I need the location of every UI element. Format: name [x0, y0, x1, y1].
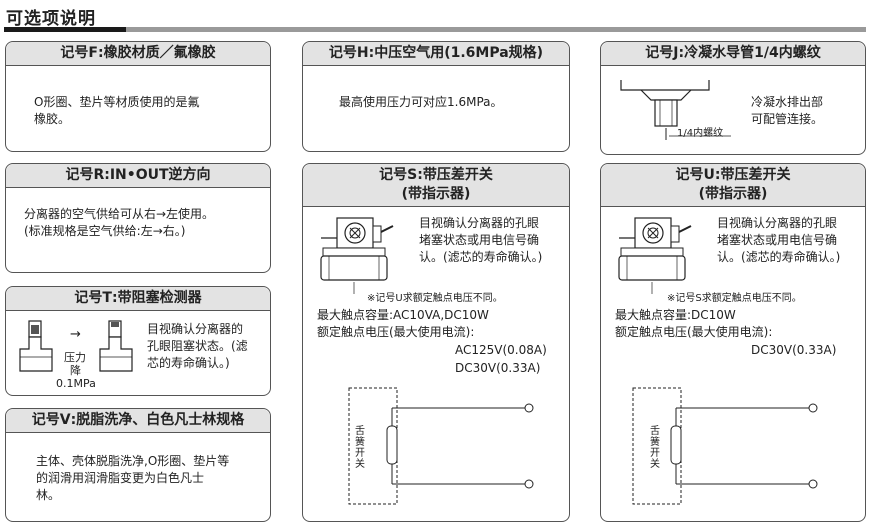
- code-prefix: 记号: [379, 167, 408, 183]
- description-line: 主体、壳体脱脂洗净,O形圈、垫片等: [36, 454, 230, 468]
- description-line: 分离器的空气供给可从右→左使用。: [24, 207, 215, 221]
- spec-line: DC30V(0.33A): [751, 343, 837, 357]
- clog-indicator-after-diagram: [99, 320, 133, 372]
- card-header-j: 记号J:冷凝水导管1/4内螺纹: [601, 42, 865, 66]
- card-header-u: 记号U:带压差开关 (带指示器): [601, 164, 865, 207]
- card-header-r: 记号R:IN•OUT逆方向: [6, 164, 270, 188]
- option-code: J: [673, 45, 679, 61]
- option-title: :中压空气用(1.6MPa规格): [368, 45, 544, 61]
- spec-line: 最大触点容量:DC10W: [615, 308, 736, 322]
- option-subtitle: (带指示器): [401, 186, 471, 202]
- reed-switch-label: 舌: [650, 426, 660, 437]
- option-title: :IN•OUT逆方向: [104, 167, 211, 183]
- spec-line: DC30V(0.33A): [455, 361, 541, 375]
- reed-switch-label: 开: [355, 448, 365, 459]
- drain-port-diagram: [620, 80, 731, 140]
- title-rule-accent: [4, 27, 126, 32]
- reed-switch-label: 关: [355, 459, 365, 470]
- spec-line: 额定触点电压(最大使用电流):: [317, 325, 475, 339]
- reed-switch-label: 开: [650, 448, 660, 459]
- spec-line: 额定触点电压(最大使用电流):: [615, 325, 773, 339]
- card-option-v: 记号V:脱脂洗净、白色凡士林规格 主体、壳体脱脂洗净,O形圈、垫片等 的润滑用润…: [5, 408, 271, 522]
- description-line: 的润滑用润滑脂变更为白色凡士: [36, 471, 205, 485]
- page-title: 可选项说明: [6, 9, 96, 29]
- description-line: 目视确认分离器的: [147, 322, 244, 336]
- option-subtitle: (带指示器): [698, 186, 768, 202]
- code-prefix: 记号: [645, 45, 674, 61]
- clog-indicator-before-diagram: [19, 320, 53, 372]
- note-text: ※记号S求额定触点电压不同。: [667, 293, 802, 304]
- reed-switch-label: 簧: [650, 437, 660, 448]
- description-line: 林。: [36, 488, 61, 502]
- title-rule: [4, 27, 866, 32]
- option-code: F: [88, 45, 98, 61]
- description-line: O形圈、垫片等材质使用的是氟: [34, 95, 200, 109]
- option-title: :带压差开关: [714, 167, 791, 183]
- spec-line: 最大触点容量:AC10VA,DC10W: [317, 308, 489, 322]
- card-header-h: 记号H:中压空气用(1.6MPa规格): [303, 42, 569, 66]
- description-line: 目视确认分离器的孔眼: [419, 216, 540, 230]
- card-header-t: 记号T:带阻塞检测器: [6, 287, 270, 311]
- code-prefix: 记号: [74, 290, 103, 306]
- pressure-value: 0.1MPa: [56, 377, 96, 390]
- option-code: S: [407, 167, 418, 183]
- option-code: U: [703, 167, 715, 183]
- arrow-label: →: [70, 327, 81, 342]
- pressure-drop-label: 压力: [64, 351, 86, 364]
- option-code: H: [356, 45, 369, 61]
- reed-switch-label: 簧: [355, 437, 365, 448]
- pressure-drop-label: 降: [70, 364, 81, 377]
- option-title: :脱脂洗净、白色凡士林规格: [70, 412, 245, 428]
- reed-switch-circuit-diagram: [632, 387, 818, 505]
- option-code: R: [93, 167, 105, 183]
- card-option-t: 记号T:带阻塞检测器 → 压力 降 0.1MPa 目视确认分离器的 孔眼阻塞状态…: [5, 286, 271, 396]
- description-line: 可配管连接。: [751, 112, 824, 126]
- card-option-s: 记号S:带压差开关 (带指示器) 目视确认分离器的孔眼 堵塞状态或用电信号确 认…: [302, 163, 570, 522]
- spec-line: AC125V(0.08A): [455, 343, 547, 357]
- description-line: 堵塞状态或用电信号确: [717, 233, 838, 247]
- option-title: :带压差开关: [417, 167, 493, 183]
- card-option-r: 记号R:IN•OUT逆方向 分离器的空气供给可从右→左使用。 (标准规格是空气供…: [5, 163, 271, 273]
- description-line: 最高使用压力可对应1.6MPa。: [339, 95, 503, 109]
- option-title: :冷凝水导管1/4内螺纹: [678, 45, 821, 61]
- card-header-v: 记号V:脱脂洗净、白色凡士林规格: [6, 409, 270, 433]
- description-line: (标准规格是空气供给:左→右。): [24, 224, 186, 238]
- description-line: 目视确认分离器的孔眼: [717, 216, 838, 230]
- reed-switch-circuit-diagram: [348, 387, 534, 505]
- description-line: 孔眼阻塞状态。(滤: [147, 339, 248, 353]
- card-option-h: 记号H:中压空气用(1.6MPa规格) 最高使用压力可对应1.6MPa。: [302, 41, 570, 152]
- code-prefix: 记号: [60, 45, 89, 61]
- description-line: 堵塞状态或用电信号确: [419, 233, 540, 247]
- reed-switch-label: 关: [650, 459, 660, 470]
- option-code: T: [102, 290, 112, 306]
- description-line: 认。(滤芯的寿命确认。): [419, 250, 543, 264]
- option-title: :橡胶材质／氟橡胶: [97, 45, 216, 61]
- card-header-f: 记号F:橡胶材质／氟橡胶: [6, 42, 270, 66]
- description-line: 芯的寿命确认。): [147, 356, 230, 370]
- pressure-switch-diagram: [320, 217, 394, 294]
- code-prefix: 记号: [65, 167, 94, 183]
- pressure-switch-diagram: [618, 217, 692, 294]
- description-line: 橡胶。: [34, 112, 71, 126]
- description-line: 冷凝水排出部: [751, 95, 824, 109]
- option-code: V: [59, 412, 71, 428]
- card-header-s: 记号S:带压差开关 (带指示器): [303, 164, 569, 207]
- option-title: :带阻塞检测器: [111, 290, 202, 306]
- note-text: ※记号U求额定触点电压不同。: [367, 293, 503, 304]
- code-prefix: 记号: [675, 167, 704, 183]
- thread-label: 1/4内螺纹: [677, 128, 724, 139]
- card-option-j: 记号J:冷凝水导管1/4内螺纹 1/4内螺纹 冷凝水排出部 可配管连接。: [600, 41, 866, 155]
- code-prefix: 记号: [31, 412, 60, 428]
- code-prefix: 记号: [328, 45, 357, 61]
- reed-switch-label: 舌: [355, 426, 365, 437]
- card-option-u: 记号U:带压差开关 (带指示器) 目视确认分离器的孔眼 堵塞状态或用电信号确 认…: [600, 163, 866, 522]
- card-option-f: 记号F:橡胶材质／氟橡胶 O形圈、垫片等材质使用的是氟 橡胶。: [5, 41, 271, 152]
- description-line: 认。(滤芯的寿命确认。): [717, 250, 841, 264]
